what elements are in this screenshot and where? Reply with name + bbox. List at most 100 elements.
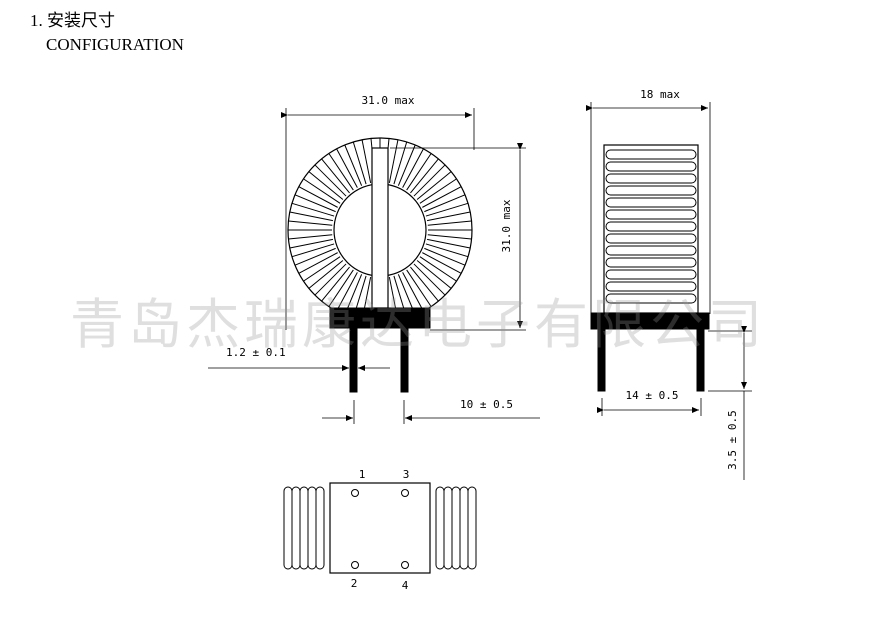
winding-stroke bbox=[321, 266, 350, 302]
bottom-coil-turn bbox=[291, 486, 301, 570]
side-coil-turn bbox=[605, 269, 697, 280]
side-coil-turn bbox=[605, 209, 697, 220]
winding-stroke bbox=[427, 234, 472, 240]
winding-stroke bbox=[303, 178, 341, 204]
bottom-view bbox=[283, 482, 477, 574]
side-coil-turn bbox=[605, 221, 697, 232]
bottom-coil-turn bbox=[283, 486, 293, 570]
bottom-windings-right bbox=[435, 486, 477, 570]
bottom-windings-left bbox=[283, 486, 325, 570]
winding-stroke bbox=[422, 186, 462, 208]
section-title: 1. 安装尺寸 bbox=[30, 11, 115, 30]
side-coil-turn bbox=[605, 293, 697, 304]
front-base bbox=[329, 307, 431, 329]
side-pin-right bbox=[696, 328, 705, 392]
winding-stroke bbox=[352, 141, 367, 185]
winding-stroke bbox=[314, 164, 347, 197]
winding-stroke bbox=[410, 266, 439, 302]
winding-stroke bbox=[413, 263, 446, 296]
pin-length-label: 3.5 ± 0.5 bbox=[726, 410, 739, 470]
pin-label-3: 3 bbox=[403, 468, 410, 481]
winding-stroke bbox=[314, 263, 347, 296]
winding-stroke bbox=[419, 256, 457, 282]
pad-1 bbox=[351, 489, 359, 497]
pin-right bbox=[400, 327, 409, 393]
side-view bbox=[586, 102, 752, 480]
winding-stroke bbox=[294, 194, 336, 213]
winding-stroke bbox=[289, 211, 334, 222]
winding-stroke bbox=[424, 247, 466, 266]
winding-stroke bbox=[426, 238, 471, 249]
height-max-label: 31.0 max bbox=[500, 199, 513, 252]
winding-stroke bbox=[298, 186, 338, 208]
pad-4 bbox=[401, 561, 409, 569]
winding-stroke bbox=[388, 139, 399, 184]
side-base bbox=[590, 312, 710, 330]
front-view bbox=[208, 108, 540, 424]
winding-stroke bbox=[397, 144, 416, 186]
bottom-base bbox=[329, 482, 431, 574]
winding-stroke bbox=[425, 243, 469, 258]
winding-stroke bbox=[291, 202, 335, 217]
winding-stroke bbox=[426, 211, 471, 222]
winding-stroke bbox=[416, 260, 452, 289]
winding-stroke bbox=[427, 220, 472, 226]
pad-2 bbox=[351, 561, 359, 569]
winding-stroke bbox=[402, 148, 424, 188]
winding-stroke bbox=[424, 194, 466, 213]
winding-stroke bbox=[406, 269, 432, 307]
side-coil-turn bbox=[605, 233, 697, 244]
winding-stroke bbox=[410, 158, 439, 194]
winding-stroke bbox=[344, 144, 363, 186]
bottom-coil-turn bbox=[443, 486, 453, 570]
bottom-coil-turn bbox=[315, 486, 325, 570]
winding-stroke bbox=[303, 256, 341, 282]
winding-stroke bbox=[336, 272, 358, 312]
side-coil-turn bbox=[605, 245, 697, 256]
winding-stroke bbox=[289, 238, 334, 249]
winding-stroke bbox=[294, 247, 336, 266]
winding-stroke bbox=[291, 243, 335, 258]
winding-stroke bbox=[328, 269, 354, 307]
width-max-label: 31.0 max bbox=[362, 94, 415, 107]
winding-stroke bbox=[336, 148, 358, 188]
side-windings bbox=[605, 149, 697, 304]
bottom-coil-turn bbox=[307, 486, 317, 570]
winding-stroke bbox=[422, 252, 462, 274]
side-pin-left bbox=[597, 328, 606, 392]
side-coil-turn bbox=[605, 161, 697, 172]
pin-label-2: 2 bbox=[351, 577, 358, 590]
winding-stroke bbox=[402, 272, 424, 312]
bottom-coil-turn bbox=[435, 486, 445, 570]
winding-stroke bbox=[406, 153, 432, 191]
winding-stroke bbox=[425, 202, 469, 217]
pin-pitch-label: 10 ± 0.5 bbox=[460, 398, 513, 411]
winding-stroke bbox=[321, 158, 350, 194]
winding-stroke bbox=[419, 178, 457, 204]
winding-stroke bbox=[298, 252, 338, 274]
side-coil-turn bbox=[605, 173, 697, 184]
depth-max-label: 18 max bbox=[640, 88, 680, 101]
pin-label-1: 1 bbox=[359, 468, 366, 481]
winding-stroke bbox=[288, 220, 333, 226]
toroid-windings bbox=[287, 137, 473, 323]
pad-3 bbox=[401, 489, 409, 497]
section-subtitle: CONFIGURATION bbox=[46, 35, 184, 54]
side-pin-pitch-label: 14 ± 0.5 bbox=[626, 389, 679, 402]
winding-stroke bbox=[308, 171, 344, 200]
pin-label-4: 4 bbox=[402, 579, 409, 592]
bottom-coil-turn bbox=[459, 486, 469, 570]
watermark: 青岛杰瑞康达电子有限公司 bbox=[70, 293, 766, 356]
bottom-coil-turn bbox=[467, 486, 477, 570]
winding-stroke bbox=[328, 153, 354, 191]
bottom-coil-turn bbox=[299, 486, 309, 570]
winding-stroke bbox=[393, 141, 408, 185]
side-coil-turn bbox=[605, 281, 697, 292]
side-coil-turn bbox=[605, 185, 697, 196]
winding-stroke bbox=[361, 139, 372, 184]
side-coil-turn bbox=[605, 149, 697, 160]
pin-diameter-label: 1.2 ± 0.1 bbox=[226, 346, 286, 359]
winding-stroke bbox=[413, 164, 446, 197]
